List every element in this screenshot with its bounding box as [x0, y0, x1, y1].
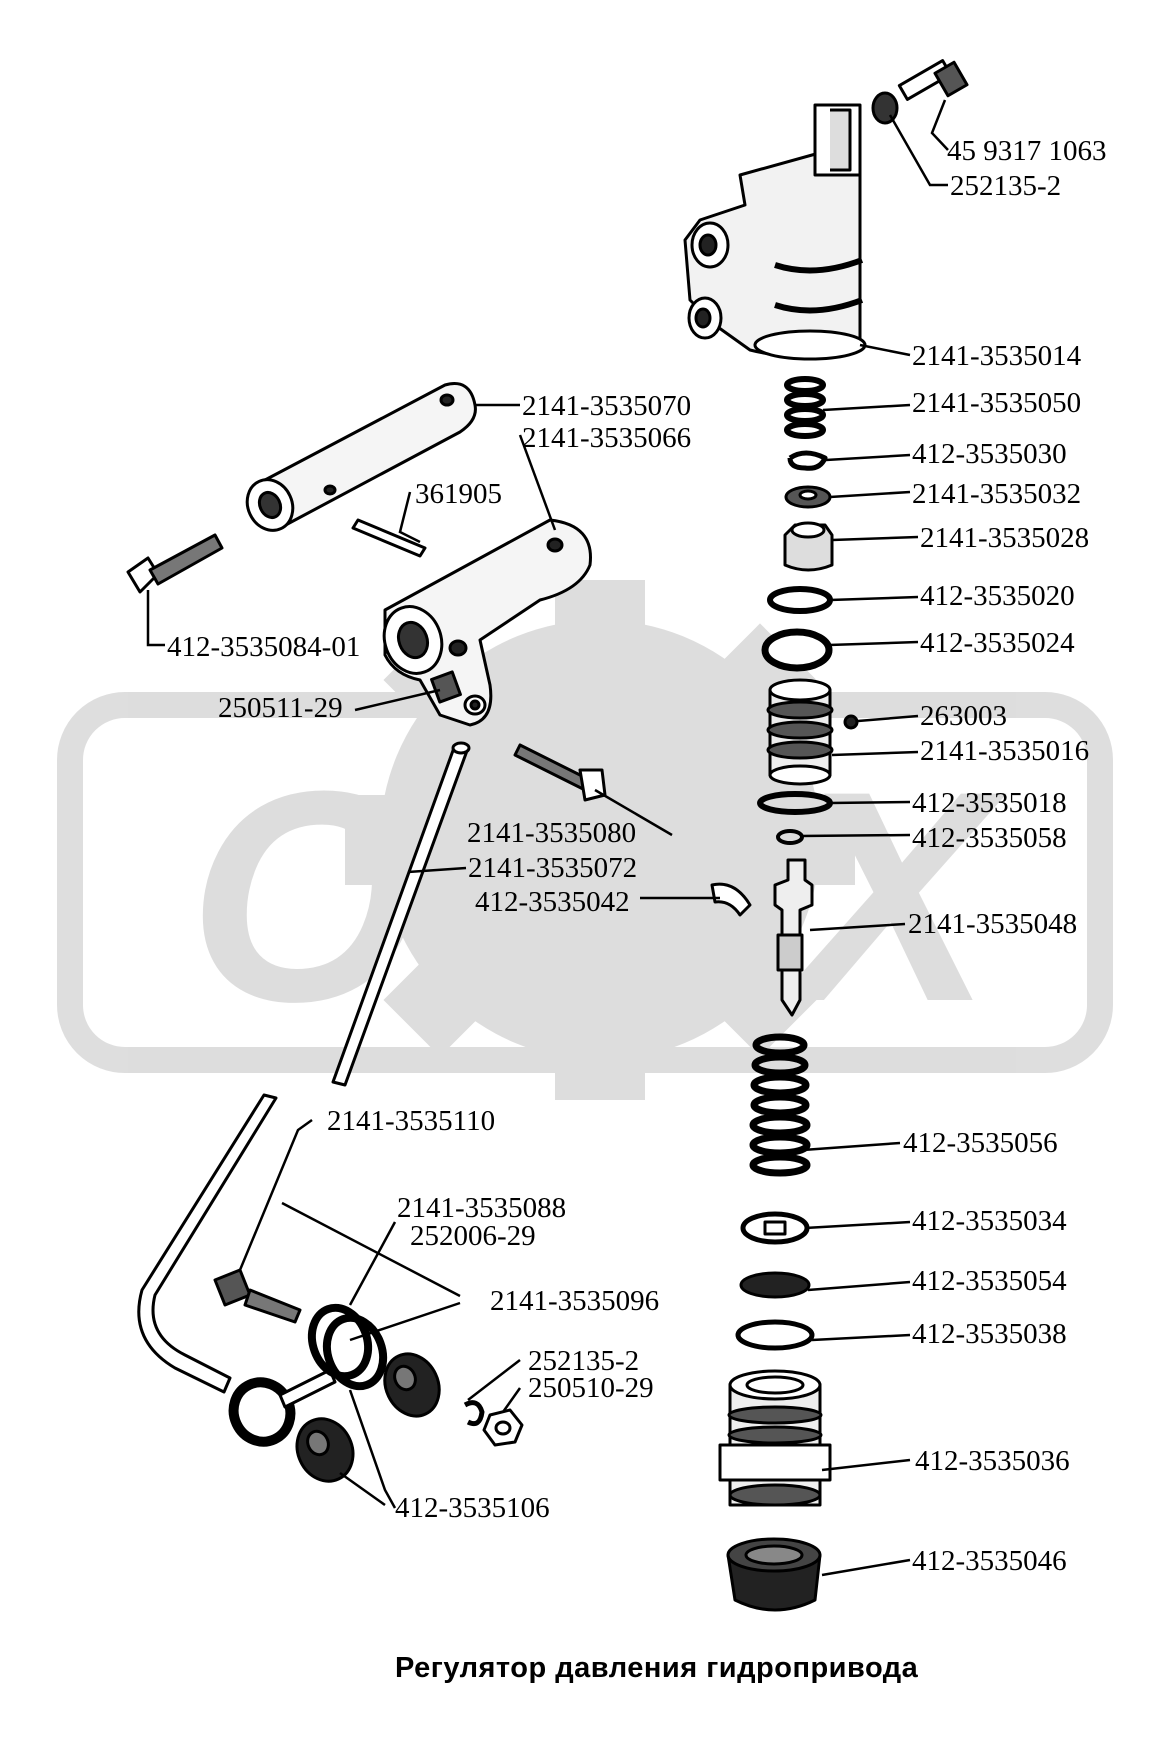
label-412-3535106: 412-3535106	[395, 1492, 550, 1524]
threaded-bushing-part	[718, 1369, 832, 1507]
rubber-bushing-b-part	[295, 1417, 355, 1483]
label-2141-3535032: 2141-3535032	[912, 478, 1081, 510]
circlip-part	[787, 450, 828, 471]
label-412-3535038: 412-3535038	[912, 1318, 1067, 1350]
label-412-3535046: 412-3535046	[912, 1545, 1067, 1577]
main-spring-part	[749, 1033, 811, 1177]
nut-part	[482, 1408, 524, 1447]
dark-washer-part	[739, 1271, 811, 1299]
label-2141-3535028: 2141-3535028	[920, 522, 1089, 554]
label-412-3535084-01: 412-3535084-01	[167, 631, 360, 663]
plunger-part	[773, 858, 814, 1017]
pin-part	[351, 518, 427, 558]
label-2141-3535070: 2141-3535070	[522, 390, 691, 422]
label-2141-3535080: 2141-3535080	[467, 817, 636, 849]
label-412-3535018: 412-3535018	[912, 787, 1067, 819]
watermark-frame	[57, 692, 1113, 1073]
label-412-3535034: 412-3535034	[912, 1205, 1067, 1237]
spring-washer-part	[463, 1400, 485, 1427]
label-412-3535024: 412-3535024	[920, 627, 1075, 659]
parts-drawing	[126, 59, 969, 1612]
label-2141-3535016: 2141-3535016	[920, 735, 1089, 767]
lever-part	[382, 518, 592, 727]
label-45-9317-1063: 45 9317 1063	[947, 135, 1107, 167]
label-412-3535036: 412-3535036	[915, 1445, 1070, 1477]
ball-part	[843, 714, 859, 730]
part-labels: 45 9317 1063 252135-2 2141-3535014 2141-…	[167, 135, 1107, 1577]
label-2141-3535048: 2141-3535048	[908, 908, 1077, 940]
shaft-part	[245, 382, 477, 532]
label-2141-3535014: 2141-3535014	[912, 340, 1082, 372]
leader-lines	[146, 99, 949, 1577]
o-ring-part	[767, 586, 833, 614]
small-spring-part	[784, 376, 826, 439]
rubber-bushing-a-part	[383, 1352, 441, 1418]
seal-ring-part	[761, 628, 833, 672]
eye-bolt-part	[228, 1368, 337, 1447]
label-250510-29: 250510-29	[528, 1372, 654, 1404]
label-2141-3535110: 2141-3535110	[327, 1105, 495, 1137]
label-412-3535058: 412-3535058	[912, 822, 1067, 854]
spring-plate-part	[740, 1211, 810, 1245]
label-412-3535042: 412-3535042	[475, 886, 630, 918]
label-250511-29: 250511-29	[218, 692, 343, 724]
clip-part	[710, 882, 752, 917]
adjusting-nut-part	[213, 1268, 302, 1324]
label-252135-2-top: 252135-2	[950, 170, 1061, 202]
label-412-3535020: 412-3535020	[920, 580, 1075, 612]
rod-part	[137, 741, 471, 1394]
label-361905: 361905	[415, 478, 502, 510]
label-2141-3535050: 2141-3535050	[912, 387, 1081, 419]
gasket-part	[735, 1319, 815, 1351]
lever-bolt-part	[126, 533, 224, 594]
label-2141-3535066: 2141-3535066	[522, 422, 691, 454]
valve-seat-part	[766, 678, 834, 786]
label-252006-29: 252006-29	[410, 1220, 536, 1252]
washer-part	[784, 485, 832, 509]
label-2141-3535072: 2141-3535072	[468, 852, 637, 884]
label-412-3535054: 412-3535054	[912, 1265, 1067, 1297]
diagram-caption: Регулятор давления гидропривода	[395, 1652, 919, 1684]
cap-part	[726, 1537, 822, 1612]
label-252135-2-bottom: 252135-2	[528, 1345, 639, 1377]
valve-cup-part	[783, 521, 834, 572]
label-2141-3535096: 2141-3535096	[490, 1285, 659, 1317]
label-263003: 263003	[920, 700, 1007, 732]
regulator-housing-part	[683, 103, 867, 361]
label-2141-3535088: 2141-3535088	[397, 1192, 566, 1224]
label-412-3535056: 412-3535056	[903, 1127, 1058, 1159]
top-bolt-part	[871, 59, 969, 125]
label-412-3535030: 412-3535030	[912, 438, 1067, 470]
collar-part	[307, 1303, 388, 1391]
